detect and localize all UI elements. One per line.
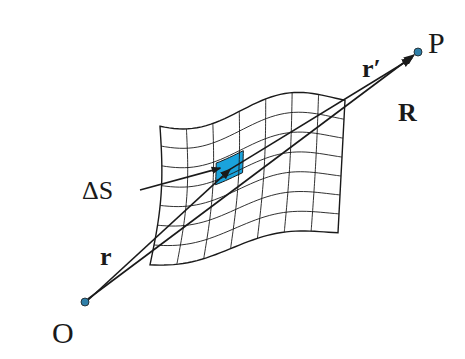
point-label: O	[52, 318, 74, 348]
mesh-line	[284, 93, 292, 233]
point-label: P	[428, 28, 445, 58]
vector-label: R	[398, 100, 417, 126]
vector-lines	[81, 48, 422, 306]
vector-r-prime	[230, 58, 412, 169]
vector-label: r′	[362, 56, 381, 82]
area-label: ΔS	[82, 178, 113, 204]
leader-line	[140, 168, 220, 190]
point-dot	[414, 48, 422, 56]
vector-R	[88, 55, 414, 299]
vector-label: r	[100, 244, 112, 270]
point-dot	[81, 298, 89, 306]
